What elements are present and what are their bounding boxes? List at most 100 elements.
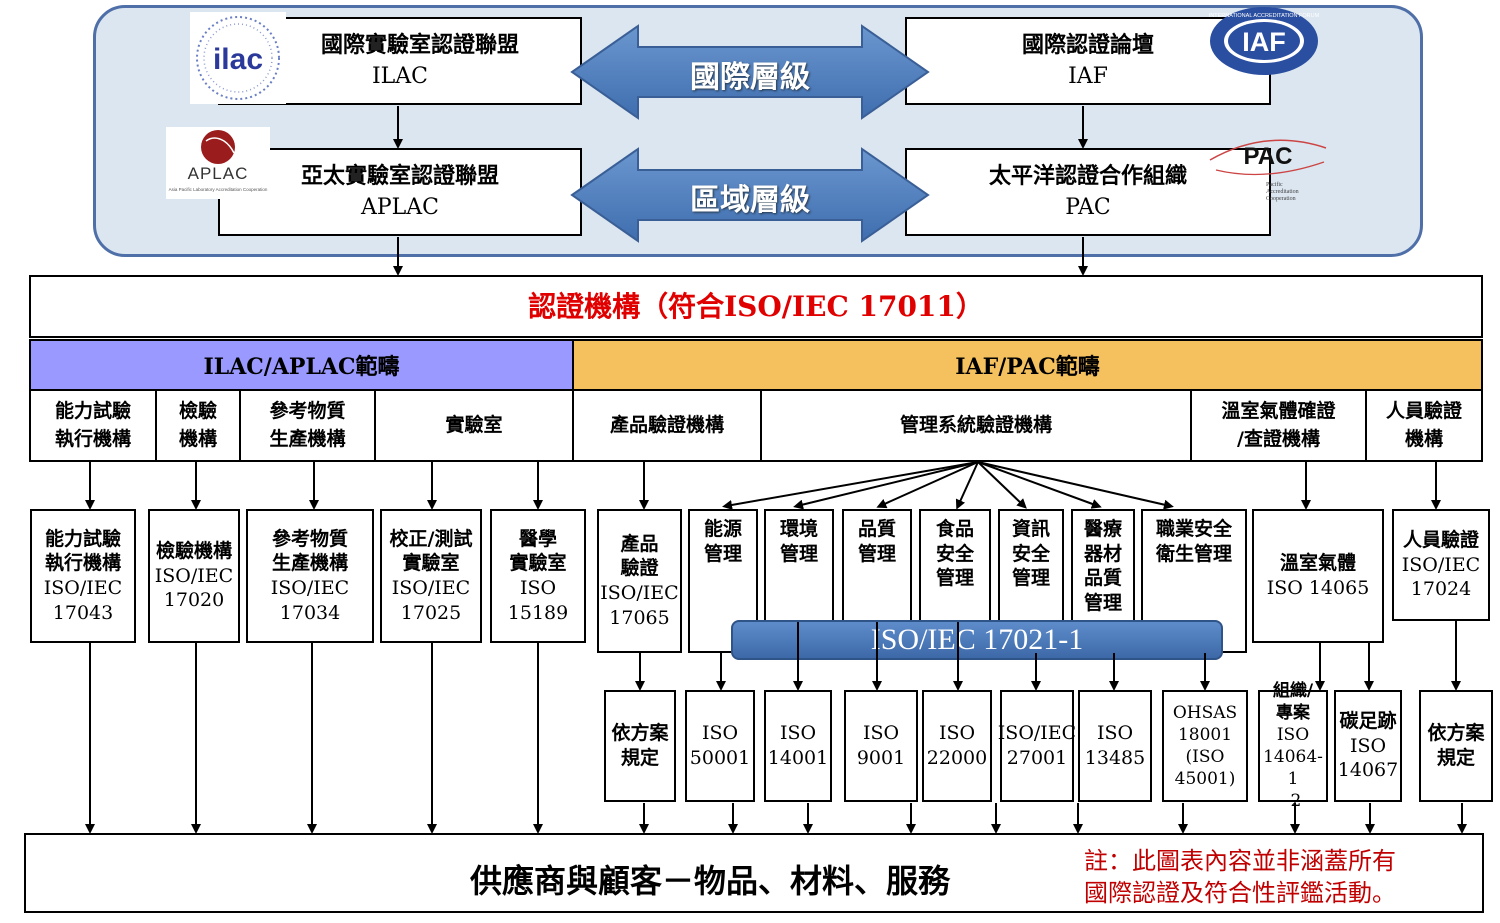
ilac-name-en: ILAC bbox=[371, 64, 429, 89]
certification-standard-line: 規定 bbox=[1436, 747, 1475, 769]
category-line: 機構 bbox=[178, 427, 217, 450]
standard-label-line: 管理 bbox=[779, 542, 818, 565]
iso-17021-bar: ISO/IEC 17021-1 bbox=[731, 620, 1223, 660]
standard-code-line: ISO/IEC bbox=[600, 582, 679, 604]
pac-logo-text: PAC bbox=[1244, 143, 1293, 170]
category-line: 能力試驗 bbox=[54, 399, 131, 422]
standard-code-line: ISO/IEC bbox=[43, 577, 123, 599]
pac-box: 太平洋認證合作組織 PAC bbox=[905, 148, 1271, 236]
standard-label-line: 管理 bbox=[1011, 567, 1050, 590]
certification-standard-line: (ISO bbox=[1185, 747, 1225, 767]
certification-standard-line: ISO bbox=[1276, 724, 1310, 745]
certification-standard-line: ISO bbox=[1096, 722, 1134, 745]
footer-note: 註：此圖表內容並非涵蓋所有 國際認證及符合性評鑑活動。 bbox=[1084, 845, 1396, 910]
pac-logo-sub-line: Pacific bbox=[1266, 181, 1283, 188]
certification-standard-line: ISO/IEC bbox=[997, 722, 1077, 745]
connector-arrow bbox=[876, 461, 979, 509]
iaf-logo-ring-text: INTERNATIONAL ACCREDITATION FORUM bbox=[1209, 13, 1320, 19]
iaf-name-zh: 國際認證論壇 bbox=[1021, 31, 1154, 58]
footer-note-line: 註：此圖表內容並非涵蓋所有 bbox=[1084, 847, 1396, 875]
category-cell: 參考物質生產機構 bbox=[241, 391, 376, 460]
standard-code-line: ISO/IEC bbox=[154, 564, 234, 587]
iaf-logo: IAF INTERNATIONAL ACCREDITATION FORUM bbox=[1208, 5, 1320, 77]
international-level-label: 國際層級 bbox=[690, 60, 810, 95]
standard-code-line: 17043 bbox=[52, 601, 114, 624]
iaf-pac-scope-bar: IAF/PAC範疇 bbox=[574, 339, 1483, 391]
footer-note-line: 國際認證及符合性評鑑活動。 bbox=[1084, 879, 1396, 908]
aplac-logo: APLAC Asia Pacific Laboratory Accreditat… bbox=[166, 127, 270, 199]
aplac-logo-text: APLAC bbox=[188, 164, 249, 183]
standard-label-line: 資訊 bbox=[1011, 518, 1050, 540]
iaf-name-en: IAF bbox=[1068, 64, 1108, 89]
category-cell: 實驗室 bbox=[376, 391, 574, 460]
standard-label-line: 品質 bbox=[857, 518, 896, 540]
standard-label-line: 安全 bbox=[935, 542, 974, 565]
category-cell: 檢驗機構 bbox=[157, 391, 241, 460]
pac-name-zh: 太平洋認證合作組織 bbox=[988, 162, 1187, 189]
accreditation-body-bar: 認證機構（符合ISO/IEC 17011） bbox=[29, 275, 1483, 338]
connector-arrow bbox=[722, 461, 979, 510]
certification-standard-line: 碳足跡 bbox=[1339, 709, 1397, 732]
accreditation-body-label: 認證機構（符合ISO/IEC 17011） bbox=[528, 290, 984, 323]
standard-label-line: 實驗室 bbox=[509, 552, 567, 575]
regional-level-label: 區域層級 bbox=[690, 183, 810, 218]
standard-label-line: 參考物質 bbox=[271, 527, 348, 550]
category-line: 管理系統驗證機構 bbox=[899, 413, 1052, 436]
standard-label-line: 實驗室 bbox=[402, 552, 460, 575]
category-line: 執行機構 bbox=[54, 427, 131, 450]
standard-label-line: 產品 bbox=[620, 532, 659, 555]
standard-label-line: 驗證 bbox=[620, 557, 659, 580]
category-cell: 管理系統驗證機構 bbox=[762, 391, 1192, 460]
category-cell: 溫室氣體確證/查證機構 bbox=[1192, 391, 1367, 460]
aplac-name-en: APLAC bbox=[360, 195, 440, 220]
certification-standard-line: 14067 bbox=[1337, 759, 1399, 782]
footer-box bbox=[24, 833, 1484, 913]
certification-standard-line: 50001 bbox=[689, 747, 751, 769]
iaf-logo-text: IAF bbox=[1242, 27, 1286, 57]
certification-standard-line: 依方案 bbox=[1427, 722, 1485, 745]
standard-label-line: 衛生管理 bbox=[1155, 542, 1232, 565]
standard-label-line: 職業安全 bbox=[1155, 518, 1232, 540]
certification-standard-line: 13485 bbox=[1084, 747, 1146, 769]
category-line: /查證機構 bbox=[1237, 427, 1320, 450]
certification-standard-line: ISO bbox=[701, 722, 739, 745]
category-line: 產品驗證機構 bbox=[609, 413, 724, 436]
standard-code-line: ISO/IEC bbox=[1401, 553, 1481, 576]
pac-logo-sub-line: Cooperation bbox=[1266, 196, 1296, 202]
standard-label-line: 管理 bbox=[703, 542, 742, 565]
certification-standard-line: 組織/ bbox=[1272, 680, 1314, 701]
standard-label-line: 能力試驗 bbox=[44, 527, 121, 550]
connector-arrow bbox=[955, 461, 979, 510]
standard-label-line: 管理 bbox=[935, 567, 974, 590]
standard-code-line: ISO 14065 bbox=[1266, 577, 1370, 599]
certification-standard-line: 9001 bbox=[856, 747, 906, 769]
standard-label-line: 安全 bbox=[1011, 542, 1050, 565]
ilac-name-zh: 國際實驗室認證聯盟 bbox=[320, 31, 519, 58]
certification-standard-line: 22000 bbox=[926, 747, 988, 769]
category-line: 生產機構 bbox=[269, 427, 346, 450]
standard-code-line: 17024 bbox=[1410, 578, 1472, 601]
standard-label-line: 校正/測試 bbox=[389, 527, 473, 550]
standard-label-line: 醫療 bbox=[1083, 518, 1122, 540]
aplac-box: 亞太實驗室認證聯盟 APLAC bbox=[218, 148, 582, 236]
certification-standard-line: 45001) bbox=[1174, 769, 1236, 790]
connector-arrow bbox=[793, 461, 979, 510]
ilac-logo-text: ilac bbox=[213, 43, 263, 76]
standard-label-line: 醫學 bbox=[518, 527, 557, 550]
standard-label-line: 環境 bbox=[779, 518, 818, 540]
category-line: 檢驗 bbox=[178, 399, 217, 422]
standard-label-line: 執行機構 bbox=[44, 552, 121, 575]
certification-standard-box: 依方案規定 bbox=[1419, 690, 1493, 802]
connector-arrow bbox=[977, 461, 1174, 510]
pac-name-en: PAC bbox=[1065, 195, 1111, 220]
connector-arrow bbox=[977, 461, 1102, 509]
